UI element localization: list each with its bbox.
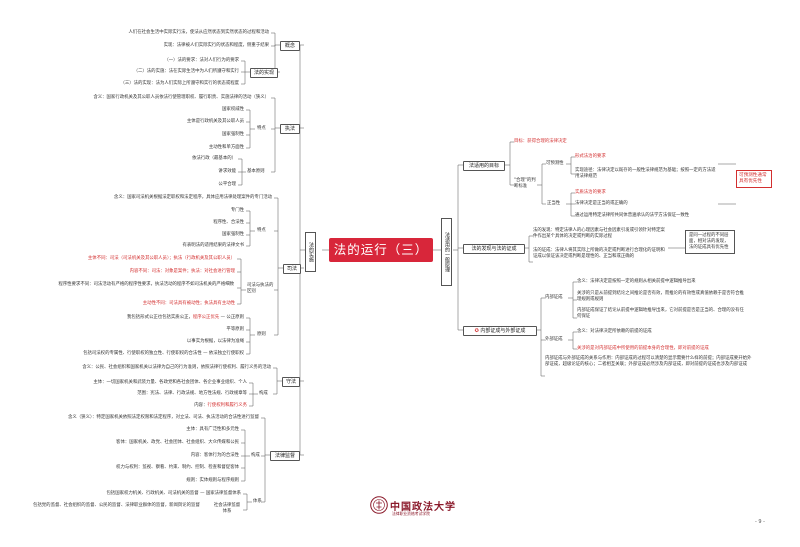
node-internal-external-label: 内部证成与外部证成 — [480, 328, 526, 334]
judicial-trait: 程序性、合法性 — [213, 220, 244, 225]
compliance-item: 主体：一切国家机关和武装力量、各政党和各社会团体、各企业事业组织、个人 — [93, 380, 247, 385]
external-red-1: 关涉的是对内部证成中所使用的前提本身的合理性，即对前提的证成 — [577, 346, 709, 351]
independence-tag: 依法独立行使职权 — [208, 351, 244, 356]
discovery-note: 是同一过程的不同层面，相对法的发现，法的证成具有优先性 — [685, 230, 735, 254]
internal-red-2: 内部证成保证了结论从前提中逻辑地推导出来，它对前提是否是正当的、合理的没有任何保… — [577, 308, 744, 319]
judicial-principle: 平等原则 — [226, 327, 244, 332]
social-system-text: 包括党的监督、社会组织的监督、公民的监督、法律职业群体的监督，新闻舆论的监督 — [33, 503, 200, 508]
node-concept: 概念 — [280, 41, 300, 51]
social-system-tag: 社会法律监督体系 — [213, 503, 241, 514]
judicial-diff: 主体不同：司法（司法机关及其公职人员）；执法（行政机关及其公职人员） — [87, 256, 235, 261]
goal-predictable-label: 可预测性 — [546, 161, 564, 166]
compliance-elements-label: 构成 — [259, 391, 268, 396]
supervision-item: 主体：具有广泛性和多元性 — [186, 427, 239, 432]
judicial-trait: 有表明法的适用结果的法律文书 — [182, 243, 244, 248]
supervision-system-state: 包括国家权力机关、行政机关、司法机关的监督 — 国家法律监督体系 — [106, 491, 241, 496]
node-compliance: 守法 — [282, 377, 300, 387]
relation-text: 内部证成与外部证成的关系与作用：内部证成的过程可以清楚的显示需要什么样的前提；内… — [545, 356, 752, 367]
judicial-diff-label: 司法与执法的区别 — [247, 283, 274, 294]
node-judicial: 司法 — [283, 264, 301, 274]
procedure-first-text: 程序公正优先 — [192, 315, 220, 320]
enforcement-trait: 国家权威性 — [222, 107, 244, 112]
judicial-diff: 内容不同：司法：对象是案件；执法：对社会进行管理 — [129, 269, 235, 274]
fair-tag: 公正原则 — [226, 315, 244, 320]
judicial-principles-label: 原则 — [257, 332, 266, 337]
enforcement-principle: 公平合理 — [218, 182, 236, 187]
supervision-meaning: 含义（狭义）：特定国家机关依照法定权限和法定程序，对立法、司法、执法活动的合法性… — [68, 415, 259, 420]
university-logo-subtitle: 法律职业资格考试学院 — [392, 511, 430, 516]
content-prefix: 内容： — [194, 403, 208, 408]
node-application-goal: 法适用的目标 — [463, 161, 505, 171]
compliance-meaning: 含义：公民、社会组织和国家机关以法律为自己的行为准则，依照法律行使权利、履行义务… — [82, 365, 271, 370]
goal-predictable-text: 实现途径：法律决定以既存的一般性法律规范为基础；按照一定的方法适用法律规范 — [575, 168, 716, 179]
concept-item-2: 实现：法律被人们实际实行的状态和程度，侧重于结果 — [163, 43, 269, 48]
external-text-1: 含义：对法律决定所依赖的前提的证成 — [577, 329, 652, 334]
state-system-tag: 国家法律监督体系 — [205, 491, 241, 496]
goal-red-item: 目标：获得合理的法律决定 — [514, 139, 567, 144]
page-number: - 9 - — [755, 519, 765, 525]
judicial-trait: 专门性 — [230, 208, 244, 213]
internal-text-1: 含义：法律决定是按照一定的规则从相关前提中逻辑推导出来 — [577, 279, 696, 284]
enforcement-trait: 主体是行政机关及其公职人员 — [186, 119, 244, 124]
independence-text: 包括司法权的专属性、行使职权的独立性、行使职权的合法性 — [83, 351, 202, 356]
judicial-principle-fair: 我包括形式公正也包括实质公正，程序公正优先 — 公正原则 — [127, 315, 244, 320]
discovery-text-2: 法的证成：法律人将其实际上所做的决定或判断进行合理化的证明和证成以保证该决定或判… — [533, 248, 665, 259]
enforcement-traits-label: 特点 — [257, 126, 266, 131]
supervision-item: 内容：客体行为的合法性 — [190, 453, 239, 458]
judicial-diff: 主动性不同：司法具有被动性；执法具有主动性 — [142, 301, 235, 306]
realization-item-2: （二）法的实施：法在实际生活中为人们所遵守和实行 — [133, 69, 239, 74]
judicial-traits-label: 特点 — [257, 228, 266, 233]
enforcement-meaning: 含义：国家行政机关及其公职人员依法行使管理职权、履行职责、实施法律的活动（狭义） — [93, 95, 269, 100]
enforcement-principle: 讲求效能 — [218, 169, 236, 174]
enforcement-principles-label: 基本原则 — [247, 169, 265, 174]
branch-law-application: 法适用的一般原理 — [441, 218, 452, 286]
goal-standard-label: "合理"的判断标准 — [514, 178, 536, 189]
settings-icon: ✪ — [474, 328, 479, 334]
goal-correct-text-1: 法律决定是正当的或正确的 — [575, 201, 628, 206]
supervision-item: 规则：实体规则与程序规则 — [186, 478, 239, 483]
realization-item-3: （三）法的实现：法为人们实际上所遵守和实行的状态或程度 — [120, 81, 239, 86]
supervision-item: 权力与权利：监视、察看、约束、制约、控制、检查和督促客体 — [116, 465, 239, 470]
judicial-meaning: 含义：国家司法机关根据法定职权和法定程序，具体应用法律处理案件的专门活动 — [113, 195, 272, 200]
center-title: 法的运行（三） — [329, 238, 433, 262]
compliance-content: 内容：行使权利和履行义务 — [194, 403, 247, 408]
concept-item-1: 人们在社会生活中实际实行法，使法从应然状态到实然状态的过程和活动 — [128, 30, 269, 35]
content-red: 行使权利和履行义务 — [207, 403, 247, 408]
supervision-system-label: 体系 — [253, 499, 262, 504]
supervision-elements-label: 构成 — [251, 453, 260, 458]
node-legal-supervision: 法律监督 — [270, 451, 300, 461]
enforcement-principle: 依法行政（最基本的） — [192, 156, 236, 161]
university-logo-text: 中国政法大学 — [390, 502, 456, 513]
compliance-item: 范围：宪法、法律、行政法规、地方性法规、行政规章等 — [137, 391, 247, 396]
judicial-principle: 以事实为根据，以法律为准绳 — [186, 339, 244, 344]
goal-correct-label: 正当性 — [547, 201, 561, 206]
internal-red-1: 关涉的只是从前提到结论之间推论是否有效，而推论的有效性或真值依赖于是否符合推理规… — [577, 291, 744, 302]
branch-legal-implementation: 法的实施 — [305, 232, 316, 272]
goal-correct-red: 实质法治的要求 — [575, 190, 606, 195]
judicial-diff: 程序性要求不同：司法活动有严格的程序性要求，执法活动的程序不如司法机关的严格细致 — [58, 282, 234, 287]
external-label: 外部证成 — [545, 337, 563, 342]
node-law-realization: 法的实现 — [250, 68, 278, 78]
goal-correct-text-2: 通过运用特定法律所共同体普遍承认的法学方法保证一致性 — [575, 213, 690, 218]
state-system-text: 包括国家权力机关、行政机关、司法机关的监督 — [106, 491, 199, 496]
judicial-principle-independence: 包括司法权的专属性、行使职权的独立性、行使职权的合法性 — 依法独立行使职权 — [83, 351, 244, 356]
fair-text: 我包括形式公正也包括实质公正， — [127, 315, 193, 320]
goal-priority-note: 可预测性通常具有优先性 — [736, 170, 772, 188]
discovery-text-1: 法的发现：特定法律人的心理因素与社会因素引发或引领针对特定案件作出某个具体的决定… — [533, 228, 665, 239]
enforcement-trait: 主动性和单方面性 — [208, 145, 244, 150]
internal-label: 内部证成 — [545, 295, 563, 300]
node-internal-external: ✪ 内部证成与外部证成 — [463, 326, 537, 336]
university-seal-icon — [370, 496, 388, 514]
supervision-item: 客体：国家机关、政党、社会团体、社会组织、大众传媒和公民 — [116, 440, 239, 445]
enforcement-trait: 国家强制性 — [222, 132, 244, 137]
node-discovery-justification: 法的发现与法的证成 — [463, 244, 525, 254]
goal-predictable-red: 形式法治的要求 — [575, 154, 606, 159]
realization-item-1: （一）法的要求：法对人们行为的要求 — [164, 58, 239, 63]
node-enforcement: 执法 — [280, 124, 300, 134]
judicial-trait: 国家强制性 — [222, 232, 244, 237]
